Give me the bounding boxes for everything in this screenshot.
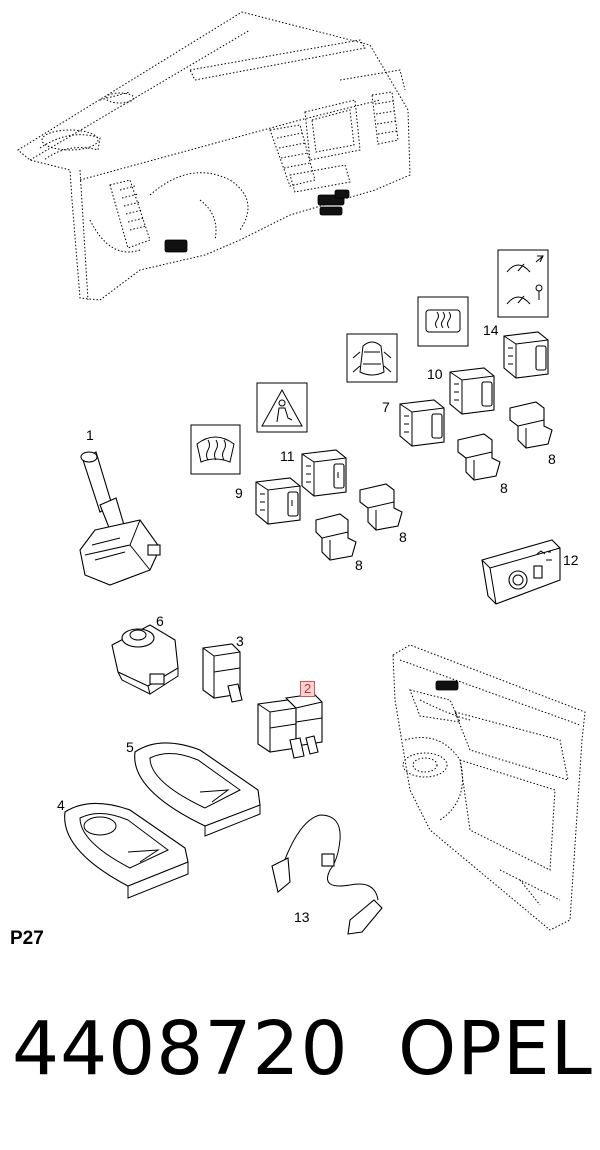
part-13-cable-harness xyxy=(271,814,383,935)
dashboard-illustration xyxy=(17,11,411,301)
callout-11: 11 xyxy=(280,448,295,464)
warning-occupant-icon xyxy=(256,382,308,433)
part-8-clip xyxy=(359,483,403,531)
door-panel-illustration xyxy=(392,644,586,931)
part-2-window-switch xyxy=(257,693,323,759)
callout-6: 6 xyxy=(156,613,164,629)
callout-12: 12 xyxy=(563,552,579,568)
callout-8: 8 xyxy=(355,557,363,573)
callout-10: 10 xyxy=(427,366,443,382)
part-10-switch xyxy=(449,367,495,415)
callout-14: 14 xyxy=(483,322,499,338)
callout-9: 9 xyxy=(235,485,243,501)
callout-8: 8 xyxy=(399,529,407,545)
callout-3: 3 xyxy=(236,633,244,649)
callout-2: 2 xyxy=(300,681,316,697)
gauges-icon xyxy=(497,249,549,318)
callout-7: 7 xyxy=(382,399,390,415)
part-7-switch xyxy=(399,399,445,447)
vehicle-doors-icon xyxy=(346,333,398,383)
part-8-clip xyxy=(315,513,357,561)
callout-13: 13 xyxy=(294,909,310,925)
part-5-handle-bezel xyxy=(134,742,261,837)
brand-name: OPEL xyxy=(398,1006,593,1092)
part-14-switch xyxy=(503,331,549,379)
callout-8: 8 xyxy=(500,480,508,496)
part-11-switch xyxy=(301,449,347,497)
part-number: 4408720 xyxy=(12,1006,349,1092)
part-4-handle-bezel xyxy=(64,802,189,899)
rear-window-heating-icon xyxy=(417,296,469,347)
page-label: P27 xyxy=(10,928,44,949)
part-8-clip xyxy=(457,433,501,481)
part-1-stalk-switch xyxy=(79,451,161,586)
part-6-mirror-switch xyxy=(111,624,179,695)
part-8-clip xyxy=(509,401,553,449)
callout-5: 5 xyxy=(126,739,134,755)
part-12-light-switch-panel xyxy=(481,539,561,605)
windscreen-heating-icon xyxy=(190,424,241,475)
part-9-switch xyxy=(255,477,301,525)
part-3-switch xyxy=(202,643,243,703)
callout-1: 1 xyxy=(86,427,94,443)
callout-4: 4 xyxy=(57,797,65,813)
callout-8: 8 xyxy=(548,451,556,467)
